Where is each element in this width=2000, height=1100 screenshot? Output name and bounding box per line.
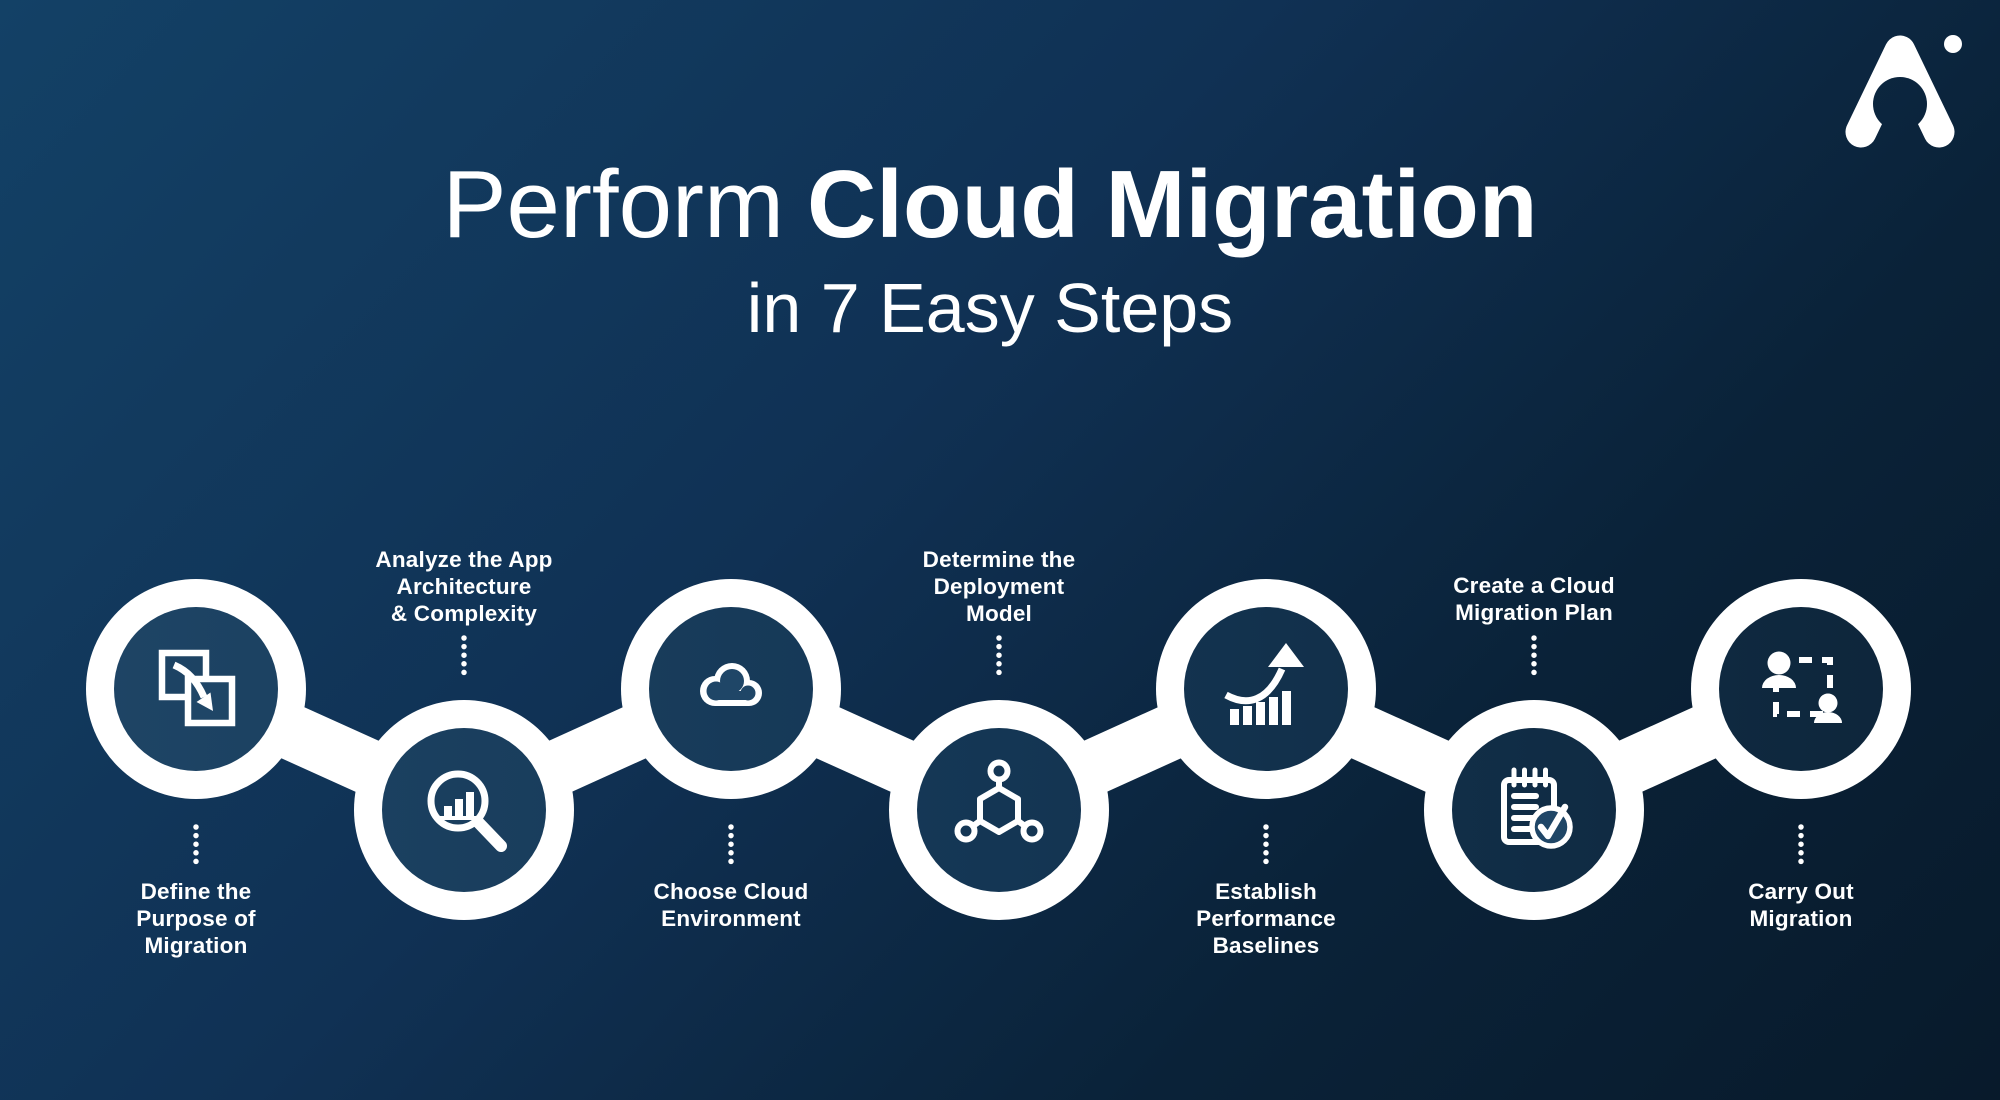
magnifier-chart-icon xyxy=(427,770,507,852)
step-label-7: Carry Out Migration xyxy=(1748,879,1854,931)
growth-arrow-chart-icon xyxy=(1224,643,1304,725)
step-label-1: Define the Purpose of Migration xyxy=(136,879,256,958)
step-label-6: Create a Cloud Migration Plan xyxy=(1453,573,1615,625)
migrate-squares-icon xyxy=(158,649,236,727)
a-mark-logo xyxy=(1820,10,1990,170)
checklist-check-icon xyxy=(1501,767,1573,849)
step-label-5: Establish Performance Baselines xyxy=(1196,879,1336,958)
dotted-connectors xyxy=(193,635,1804,865)
step-label-3: Choose Cloud Environment xyxy=(653,879,809,931)
molecule-icon xyxy=(954,759,1044,843)
logo-dot xyxy=(1944,35,1962,53)
title-bold-text: Cloud Migration xyxy=(806,151,1538,258)
title-line2: in 7 Easy Steps xyxy=(746,269,1234,347)
people-transfer-icon xyxy=(1762,651,1842,723)
cloud-icon xyxy=(700,663,762,706)
step-label-2: Analyze the App Architecture & Complexit… xyxy=(375,547,553,626)
step-node-rings xyxy=(86,579,1911,920)
step-label-4: Determine the Deployment Model xyxy=(922,547,1076,626)
title-regular-text: Perform xyxy=(442,151,784,258)
